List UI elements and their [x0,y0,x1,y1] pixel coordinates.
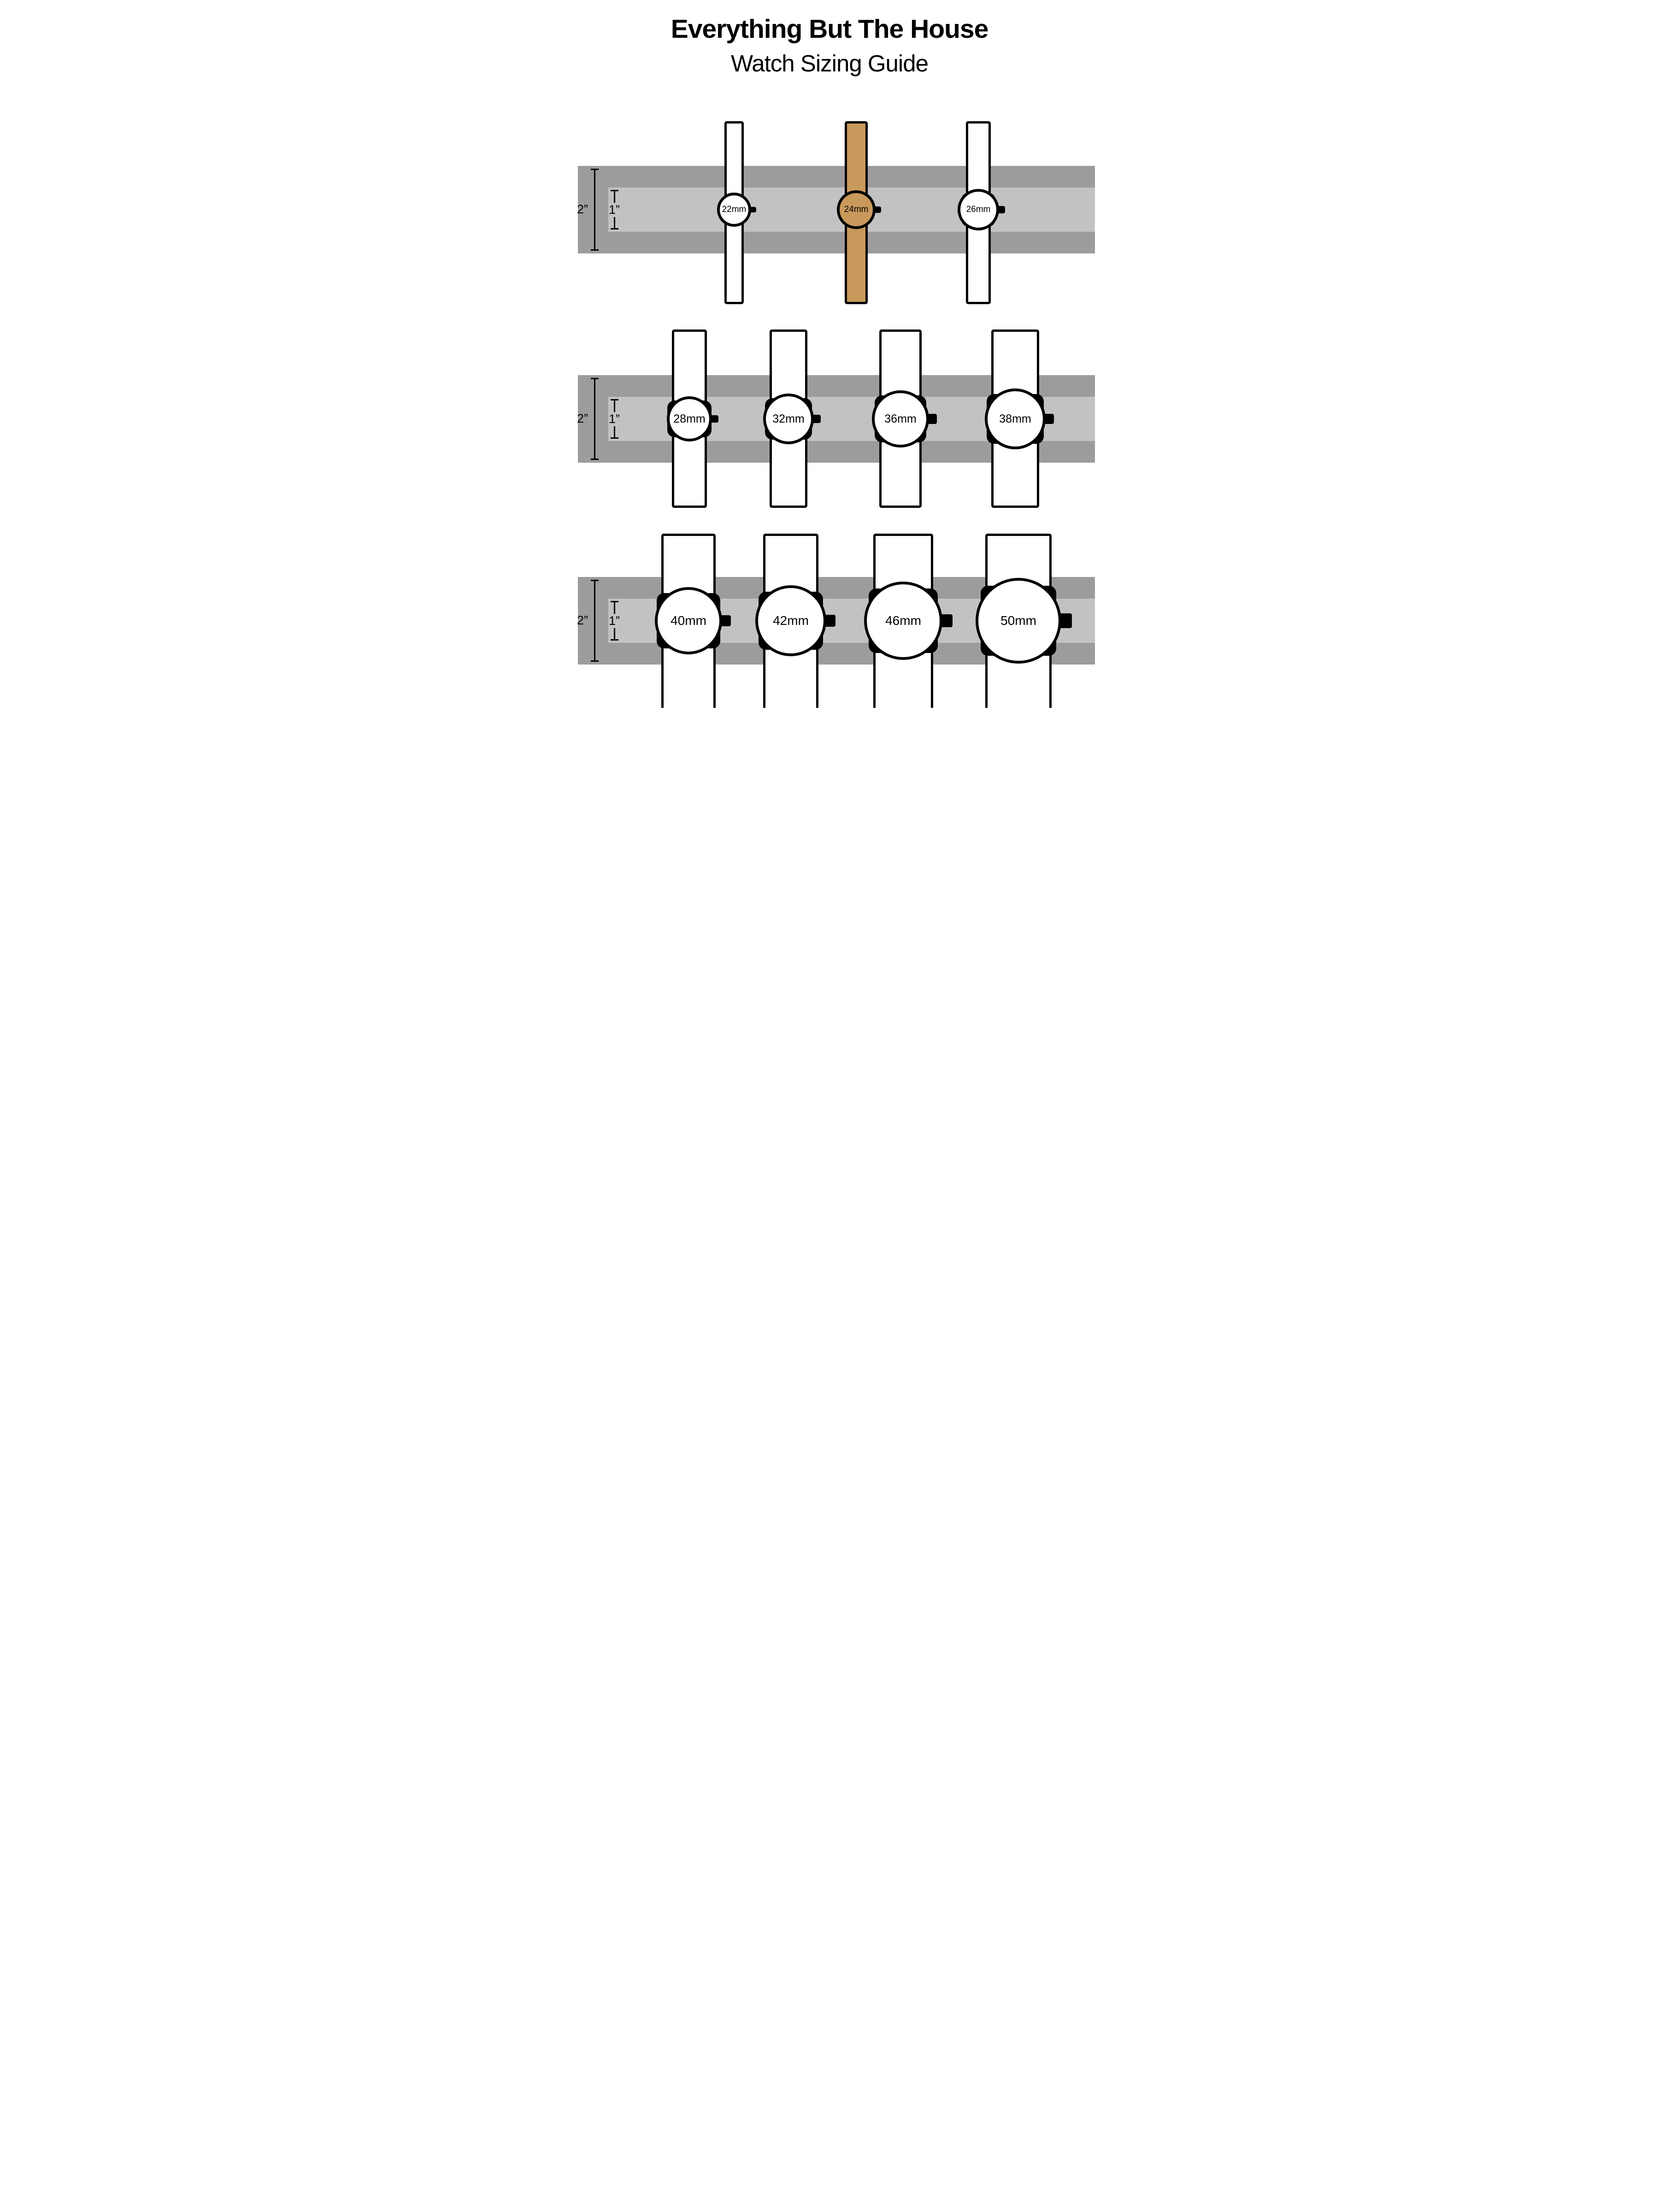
ruler-line [613,426,615,437]
ruler-line [594,170,595,249]
ruler-cap [610,639,618,641]
watch-sizing-guide: Everything But The House Watch Sizing Gu… [564,0,1095,708]
ruler-1in: 1” [606,399,622,439]
ruler-line [613,191,615,203]
ruler-1in: 1” [606,601,622,641]
ruler-cap [590,580,599,581]
watch-size-label: 26mm [966,205,991,214]
watch-case: 50mm [976,578,1061,664]
ruler-2in [587,169,602,251]
ruler-2in [587,378,602,460]
ruler-line [613,602,615,614]
watch-size-label: 40mm [671,613,706,628]
ruler-cap [590,249,599,251]
ruler-cap [590,169,599,170]
watch-crown [812,414,821,424]
watch-36mm: 36mm [564,0,1095,708]
watch-size-label: 28mm [673,412,706,425]
watch-case: 46mm [864,582,942,660]
watch-46mm: 46mm [564,0,1095,708]
watch-case: 42mm [755,585,826,656]
ruler-line [613,217,615,228]
ruler-1in-label: 1” [608,412,620,426]
ruler-1in: 1” [606,190,622,229]
watch-26mm: 26mm [564,0,1095,708]
ruler-cap [590,378,599,379]
watch-crown [1043,413,1054,424]
watch-case: 26mm [958,189,999,230]
watch-24mm-highlighted: 24mm [564,0,1095,708]
watch-size-label: 38mm [999,412,1031,425]
ruler-1in-label: 1” [608,613,620,628]
ruler-cap [610,399,618,400]
page-title: Everything But The House [671,14,989,44]
ruler-line [594,581,595,660]
watch-case: 40mm [655,587,722,654]
watch-38mm: 38mm [564,0,1095,708]
watch-case: 28mm [667,396,712,441]
watch-40mm: 40mm [564,0,1095,708]
watch-28mm: 28mm [564,0,1095,708]
watch-50mm: 50mm [564,0,1095,708]
watch-size-label: 50mm [1000,613,1036,628]
ruler-2in [587,580,602,662]
ruler-cap [610,601,618,602]
watch-case: 32mm [763,394,814,444]
ruler-line [613,628,615,639]
ruler-line [613,400,615,412]
watch-size-label: 36mm [884,412,917,425]
ruler-2in-label: 2” [577,412,588,425]
ruler-cap [590,660,599,662]
ruler-2in-label: 2” [577,202,588,216]
watch-case: 38mm [985,388,1046,449]
ruler-2in-label: 2” [577,613,588,627]
watch-size-label: 46mm [885,613,921,628]
watch-22mm: 22mm [564,0,1095,708]
ruler-cap [610,190,618,191]
watch-crown [927,414,937,424]
watch-case: 24mm [837,190,876,229]
page-subtitle: Watch Sizing Guide [731,50,929,76]
watch-size-label: 42mm [773,613,809,628]
ruler-1in-label: 1” [608,202,620,217]
ruler-cap [610,437,618,439]
watch-32mm: 32mm [564,0,1095,708]
watch-size-label: 22mm [722,205,747,214]
watch-case: 22mm [717,193,751,227]
ruler-line [594,379,595,459]
watch-case: 36mm [872,390,929,447]
watch-size-label: 24mm [844,205,869,214]
ruler-cap [610,228,618,229]
watch-42mm: 42mm [564,0,1095,708]
watch-size-label: 32mm [772,412,805,425]
ruler-cap [590,459,599,460]
